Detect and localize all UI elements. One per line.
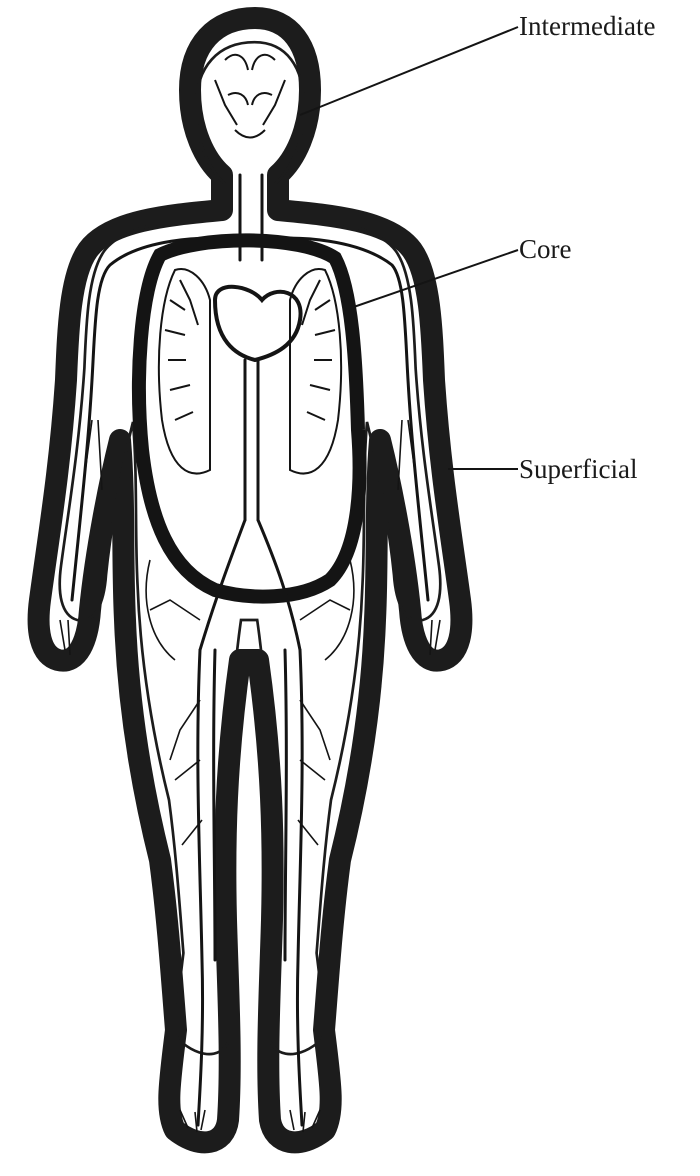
label-intermediate: Intermediate (519, 13, 655, 40)
core-region (139, 240, 360, 596)
label-superficial: Superficial (519, 456, 637, 483)
leader-line-intermediate (300, 27, 518, 115)
label-core: Core (519, 236, 571, 263)
